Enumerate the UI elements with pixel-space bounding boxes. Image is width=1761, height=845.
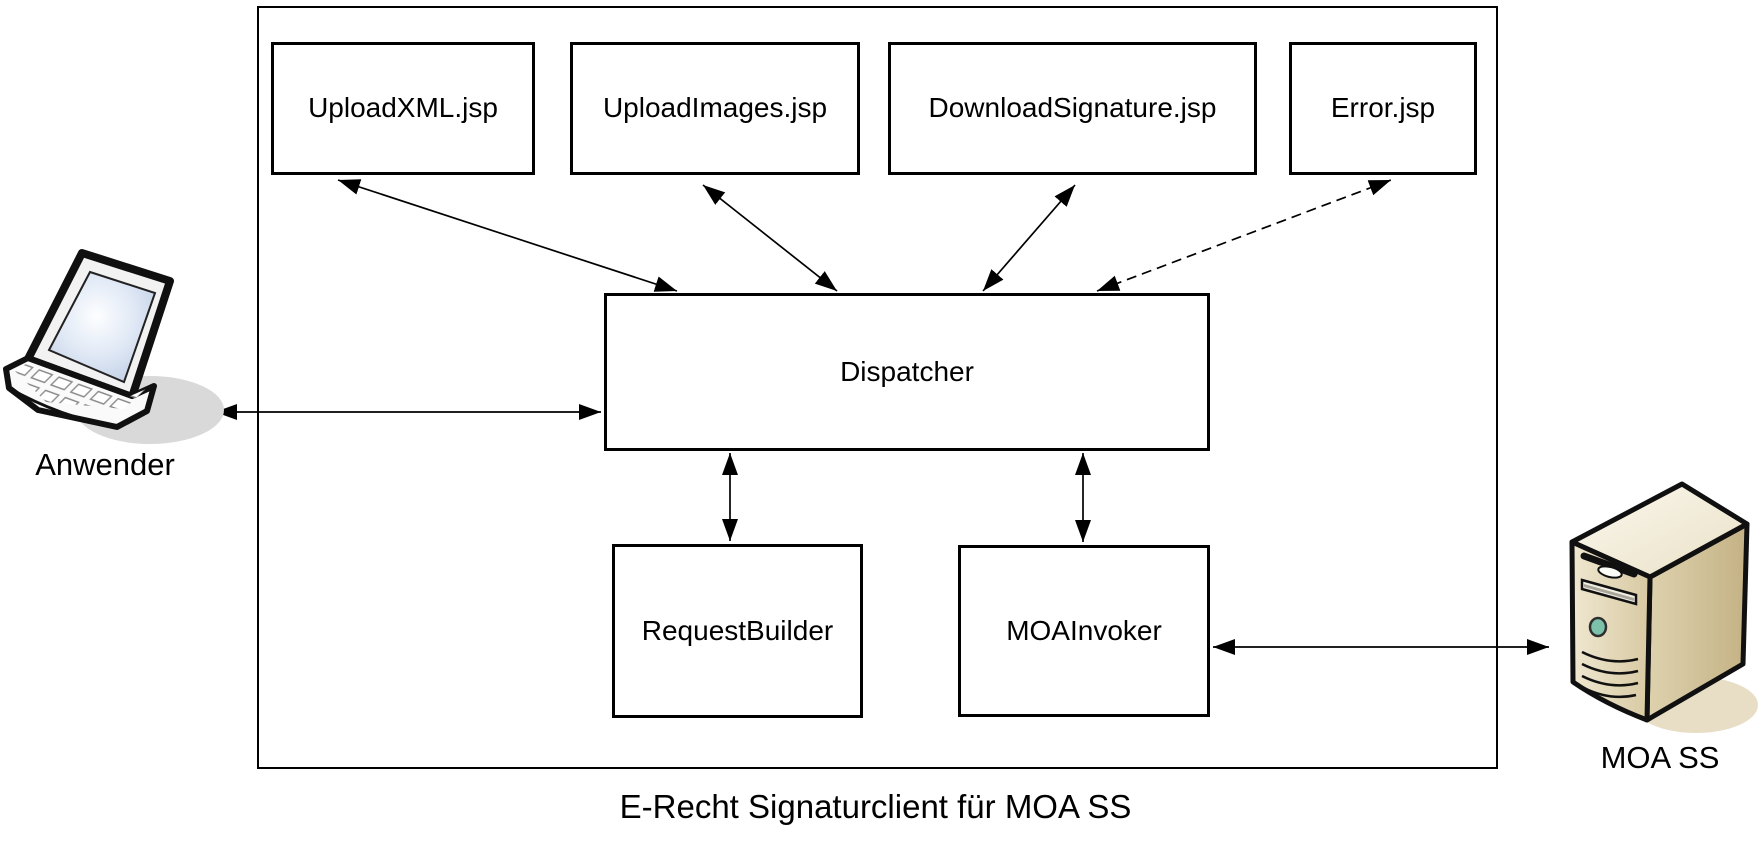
node-requestbuilder-label: RequestBuilder — [641, 614, 834, 646]
node-requestbuilder: RequestBuilder — [612, 544, 863, 718]
node-dispatcher-label: Dispatcher — [840, 355, 974, 387]
node-error-jsp: Error.jsp — [1289, 42, 1477, 175]
node-error-jsp-label: Error.jsp — [1330, 92, 1436, 124]
system-boundary-box — [257, 6, 1498, 769]
node-uploadxml-jsp: UploadXML.jsp — [271, 42, 535, 175]
node-uploadimages-jsp: UploadImages.jsp — [570, 42, 860, 175]
node-moainvoker-label: MOAInvoker — [1006, 614, 1162, 646]
node-downloadsignature-jsp: DownloadSignature.jsp — [888, 42, 1257, 175]
diagram-caption: E-Recht Signaturclient für MOA SS — [619, 788, 1132, 825]
server-icon — [1569, 481, 1758, 733]
laptop-icon — [3, 249, 224, 444]
node-dispatcher: Dispatcher — [604, 293, 1210, 451]
node-moainvoker: MOAInvoker — [958, 545, 1210, 717]
node-uploadimages-jsp-label: UploadImages.jsp — [602, 92, 828, 124]
node-uploadxml-jsp-label: UploadXML.jsp — [308, 92, 498, 124]
moa-ss-actor-label: MOA SS — [1600, 740, 1720, 775]
anwender-actor-label: Anwender — [35, 447, 175, 482]
node-downloadsignature-jsp-label: DownloadSignature.jsp — [928, 92, 1217, 124]
